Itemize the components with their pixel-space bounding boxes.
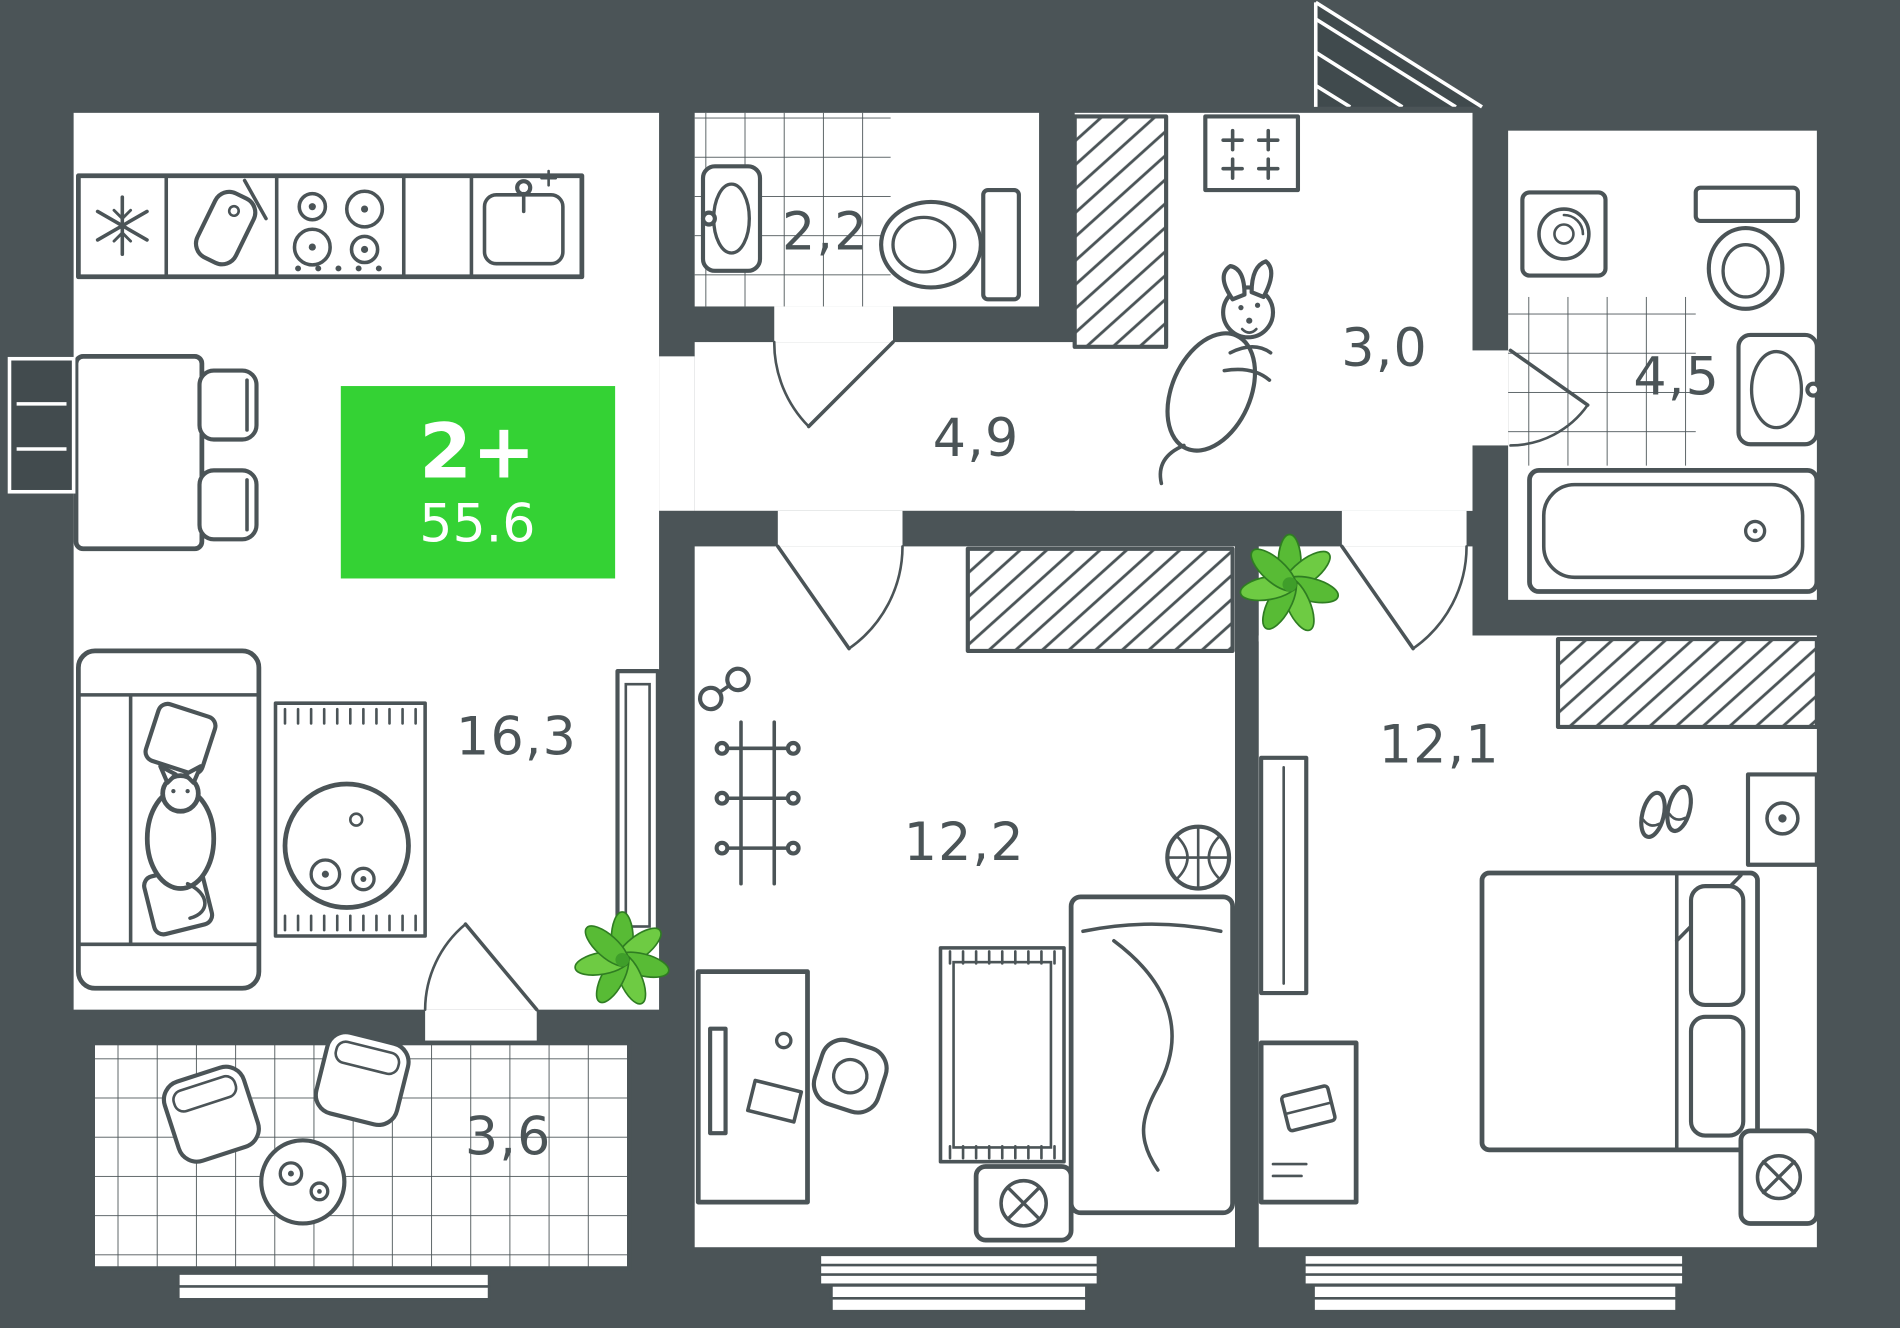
basketball-icon <box>1165 824 1232 891</box>
room-label-bedroom-two: 12,1 <box>1379 716 1500 776</box>
door-swings <box>423 340 1590 1012</box>
window-sill <box>176 1271 491 1301</box>
ac-unit-icon <box>973 1164 1074 1243</box>
badge-rooms-count: 2+ <box>419 406 536 495</box>
wardrobe-hatched <box>1072 114 1169 349</box>
room-label-living-kitchen: 16,3 <box>456 707 577 767</box>
door-arc-bathroom <box>1508 348 1590 447</box>
door-arc-bedroom-one <box>776 544 904 651</box>
doorway-balcony <box>425 1009 537 1043</box>
wardrobe-hatched <box>965 546 1235 654</box>
shelf-unit <box>1259 755 1309 996</box>
doorway-bedroom-two <box>1341 510 1467 547</box>
room-area-labels: 16,3 2,2 4,9 3,0 4,5 12,2 12,1 3,6 <box>456 202 1720 1168</box>
coffee-table-icon <box>282 781 411 910</box>
badge-total-area: 55.6 <box>419 495 535 555</box>
room-label-bathroom: 4,5 <box>1633 347 1720 407</box>
chair <box>197 368 259 442</box>
dining-table <box>73 353 259 552</box>
room-label-wc: 2,2 <box>782 202 869 262</box>
doorway-bedroom-one <box>777 510 903 547</box>
kitchen-sink-icon <box>482 169 565 266</box>
bedroom-one-furniture <box>695 546 1235 1243</box>
toilet-icon <box>879 187 1021 302</box>
entrance-hatch <box>1313 0 1483 109</box>
bathroom-tiles <box>1508 296 1696 466</box>
shoe-cabinet <box>1203 114 1301 193</box>
ac-unit-icon <box>1738 1128 1820 1226</box>
sofa <box>76 648 262 991</box>
rug <box>938 946 1066 1164</box>
dumbbells-icon <box>697 666 751 712</box>
armchair <box>313 1030 411 1127</box>
window <box>1302 1252 1686 1288</box>
wc-sink-icon <box>700 164 763 273</box>
window <box>817 1252 1101 1288</box>
area-badge-background <box>340 386 616 579</box>
exercise-rack <box>714 720 801 886</box>
window-sill <box>1311 1283 1679 1313</box>
chair <box>197 468 259 542</box>
armchair <box>161 1064 261 1164</box>
radiator-shaft <box>7 356 76 494</box>
bed-double <box>1479 870 1760 1153</box>
balcony-furniture <box>161 1030 411 1226</box>
room-label-bedroom-one: 12,2 <box>904 813 1025 873</box>
bathroom-sink-icon <box>1736 332 1822 447</box>
room-label-hallway: 4,9 <box>933 409 1020 469</box>
pillow <box>1688 1014 1746 1138</box>
room-label-wardrobe-zone: 3,0 <box>1341 319 1428 379</box>
balcony-table <box>259 1138 347 1226</box>
pillow <box>1688 884 1746 1007</box>
door-arc-bedroom-two <box>1340 544 1468 651</box>
desk <box>695 969 810 1205</box>
kitchen-counter <box>76 169 585 280</box>
room-label-balcony: 3,6 <box>465 1108 552 1168</box>
wardrobe-zone-items <box>1072 114 1301 486</box>
bathtub-icon <box>1527 468 1820 594</box>
rug <box>273 701 427 938</box>
cutting-board-icon <box>193 178 268 267</box>
wc-fixtures <box>700 164 1021 302</box>
windows <box>176 1252 1686 1313</box>
window-sill <box>829 1283 1089 1313</box>
door-arc-wc <box>772 340 895 429</box>
doorway-living-hall <box>659 356 695 511</box>
pillow <box>143 701 218 776</box>
bed-single <box>1068 894 1235 1216</box>
stove-icon <box>292 189 385 272</box>
washing-machine-icon <box>1520 190 1608 278</box>
cat-illustration <box>144 764 217 920</box>
doorway-wc <box>774 306 893 343</box>
desk-chair <box>811 1037 889 1115</box>
bedroom-two-furniture <box>1237 533 1820 1226</box>
toilet-icon <box>1693 185 1800 311</box>
dog-illustration <box>1158 259 1276 486</box>
door-arc-balcony <box>423 922 539 1012</box>
doorway-bathroom <box>1472 350 1509 446</box>
slippers-icon <box>1639 784 1693 839</box>
area-badge: 2+ 55.6 <box>340 386 616 579</box>
fridge-icon <box>95 195 149 256</box>
desk <box>1258 1040 1359 1205</box>
tv-stand <box>615 669 660 942</box>
bathroom-fixtures <box>1520 185 1822 594</box>
nightstand <box>1745 772 1819 867</box>
wardrobe-hatched <box>1555 636 1819 730</box>
